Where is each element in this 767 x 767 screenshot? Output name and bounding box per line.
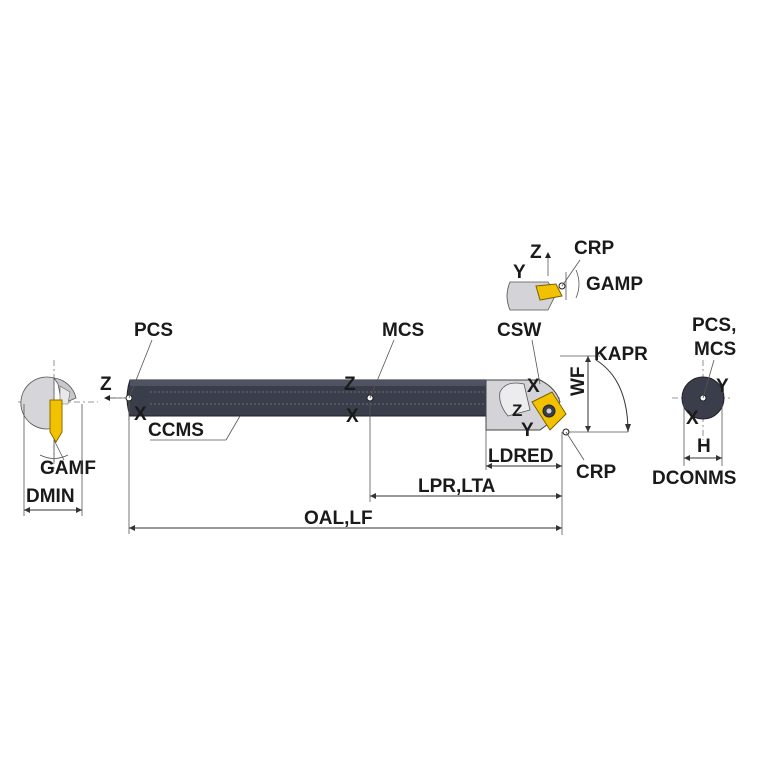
arrow-head <box>585 426 591 432</box>
head-z-axis-label: Z <box>512 401 522 420</box>
arrow-head <box>545 252 551 258</box>
ccms-label: CCMS <box>148 420 204 441</box>
pcs-mcs-label-line1: PCS, <box>692 315 736 336</box>
pcs-leader <box>128 339 153 399</box>
end-view-right: PCS, MCS Y X H DCONMS <box>652 315 736 489</box>
pcs-mcs-label-line2: MCS <box>694 339 736 360</box>
mcs-label: MCS <box>382 320 424 341</box>
ldred-label: LDRED <box>488 446 553 467</box>
mcs-leader <box>369 339 395 399</box>
arrow-head <box>76 507 82 513</box>
end-view-left: GAMF DMIN <box>18 360 98 516</box>
arrow-head <box>24 507 30 513</box>
oal-lf-label: OAL,LF <box>304 508 373 529</box>
tool-shank <box>126 379 487 417</box>
arrow-head <box>129 525 135 531</box>
head-pocket <box>499 382 531 417</box>
mcs-z-axis-label: Z <box>344 374 356 395</box>
shank-highlight <box>130 380 486 386</box>
csw-label: CSW <box>497 320 541 341</box>
head-y-axis-label: Y <box>521 420 534 441</box>
detail-y-axis-label: Y <box>513 262 526 283</box>
arrow-head <box>556 463 562 469</box>
gamp-arc <box>575 269 580 299</box>
crp-top-label: CRP <box>574 238 614 259</box>
arrow-head <box>556 493 562 499</box>
detail-insert <box>535 283 563 301</box>
left-end-profile <box>20 376 77 430</box>
tool-side-view: PCS Z X MCS Z X CCMS CRP X Y Z CSW WF <box>100 320 648 535</box>
pcs-label: PCS <box>134 320 173 341</box>
right-y-axis-label: Y <box>716 376 729 397</box>
head-x-axis-label: X <box>527 376 540 397</box>
csw-leader <box>531 339 541 385</box>
gamf-angle-line <box>53 439 65 461</box>
gamf-arc <box>39 454 69 459</box>
insert-screw-hole <box>546 408 552 414</box>
arrow-head <box>716 455 722 461</box>
lpr-lta-label: LPR,LTA <box>418 476 496 497</box>
pcs-z-axis-label: Z <box>100 374 112 395</box>
pcs-x-axis-label: X <box>134 404 147 425</box>
kapr-arc <box>595 359 629 433</box>
dconms-label: DCONMS <box>652 468 736 489</box>
arrow-head <box>370 493 376 499</box>
right-x-axis-label: X <box>686 408 699 429</box>
crp-bottom-label: CRP <box>576 462 616 483</box>
arrow-head <box>104 395 110 401</box>
arrow-head <box>556 525 562 531</box>
arrow-head <box>585 356 591 362</box>
arrow-head <box>684 455 690 461</box>
gamp-label: GAMP <box>586 274 643 295</box>
arrow-head <box>625 424 631 432</box>
top-detail-view: CRP Z Y GAMP <box>506 238 643 311</box>
wf-label: WF <box>568 366 589 396</box>
gamf-label: GAMF <box>40 458 96 479</box>
ccms-leader <box>225 415 241 441</box>
insert-end-view <box>49 399 63 443</box>
detail-z-axis-label: Z <box>530 242 542 263</box>
arrow-head <box>486 463 492 469</box>
mcs-x-axis-label: X <box>346 406 359 427</box>
dmin-label: DMIN <box>26 486 75 507</box>
crp-top-leader <box>561 259 581 287</box>
crp-bottom-leader <box>565 431 585 461</box>
h-label: H <box>697 436 711 457</box>
pcs-mcs-leader <box>702 359 715 399</box>
kapr-label: KAPR <box>594 344 648 365</box>
